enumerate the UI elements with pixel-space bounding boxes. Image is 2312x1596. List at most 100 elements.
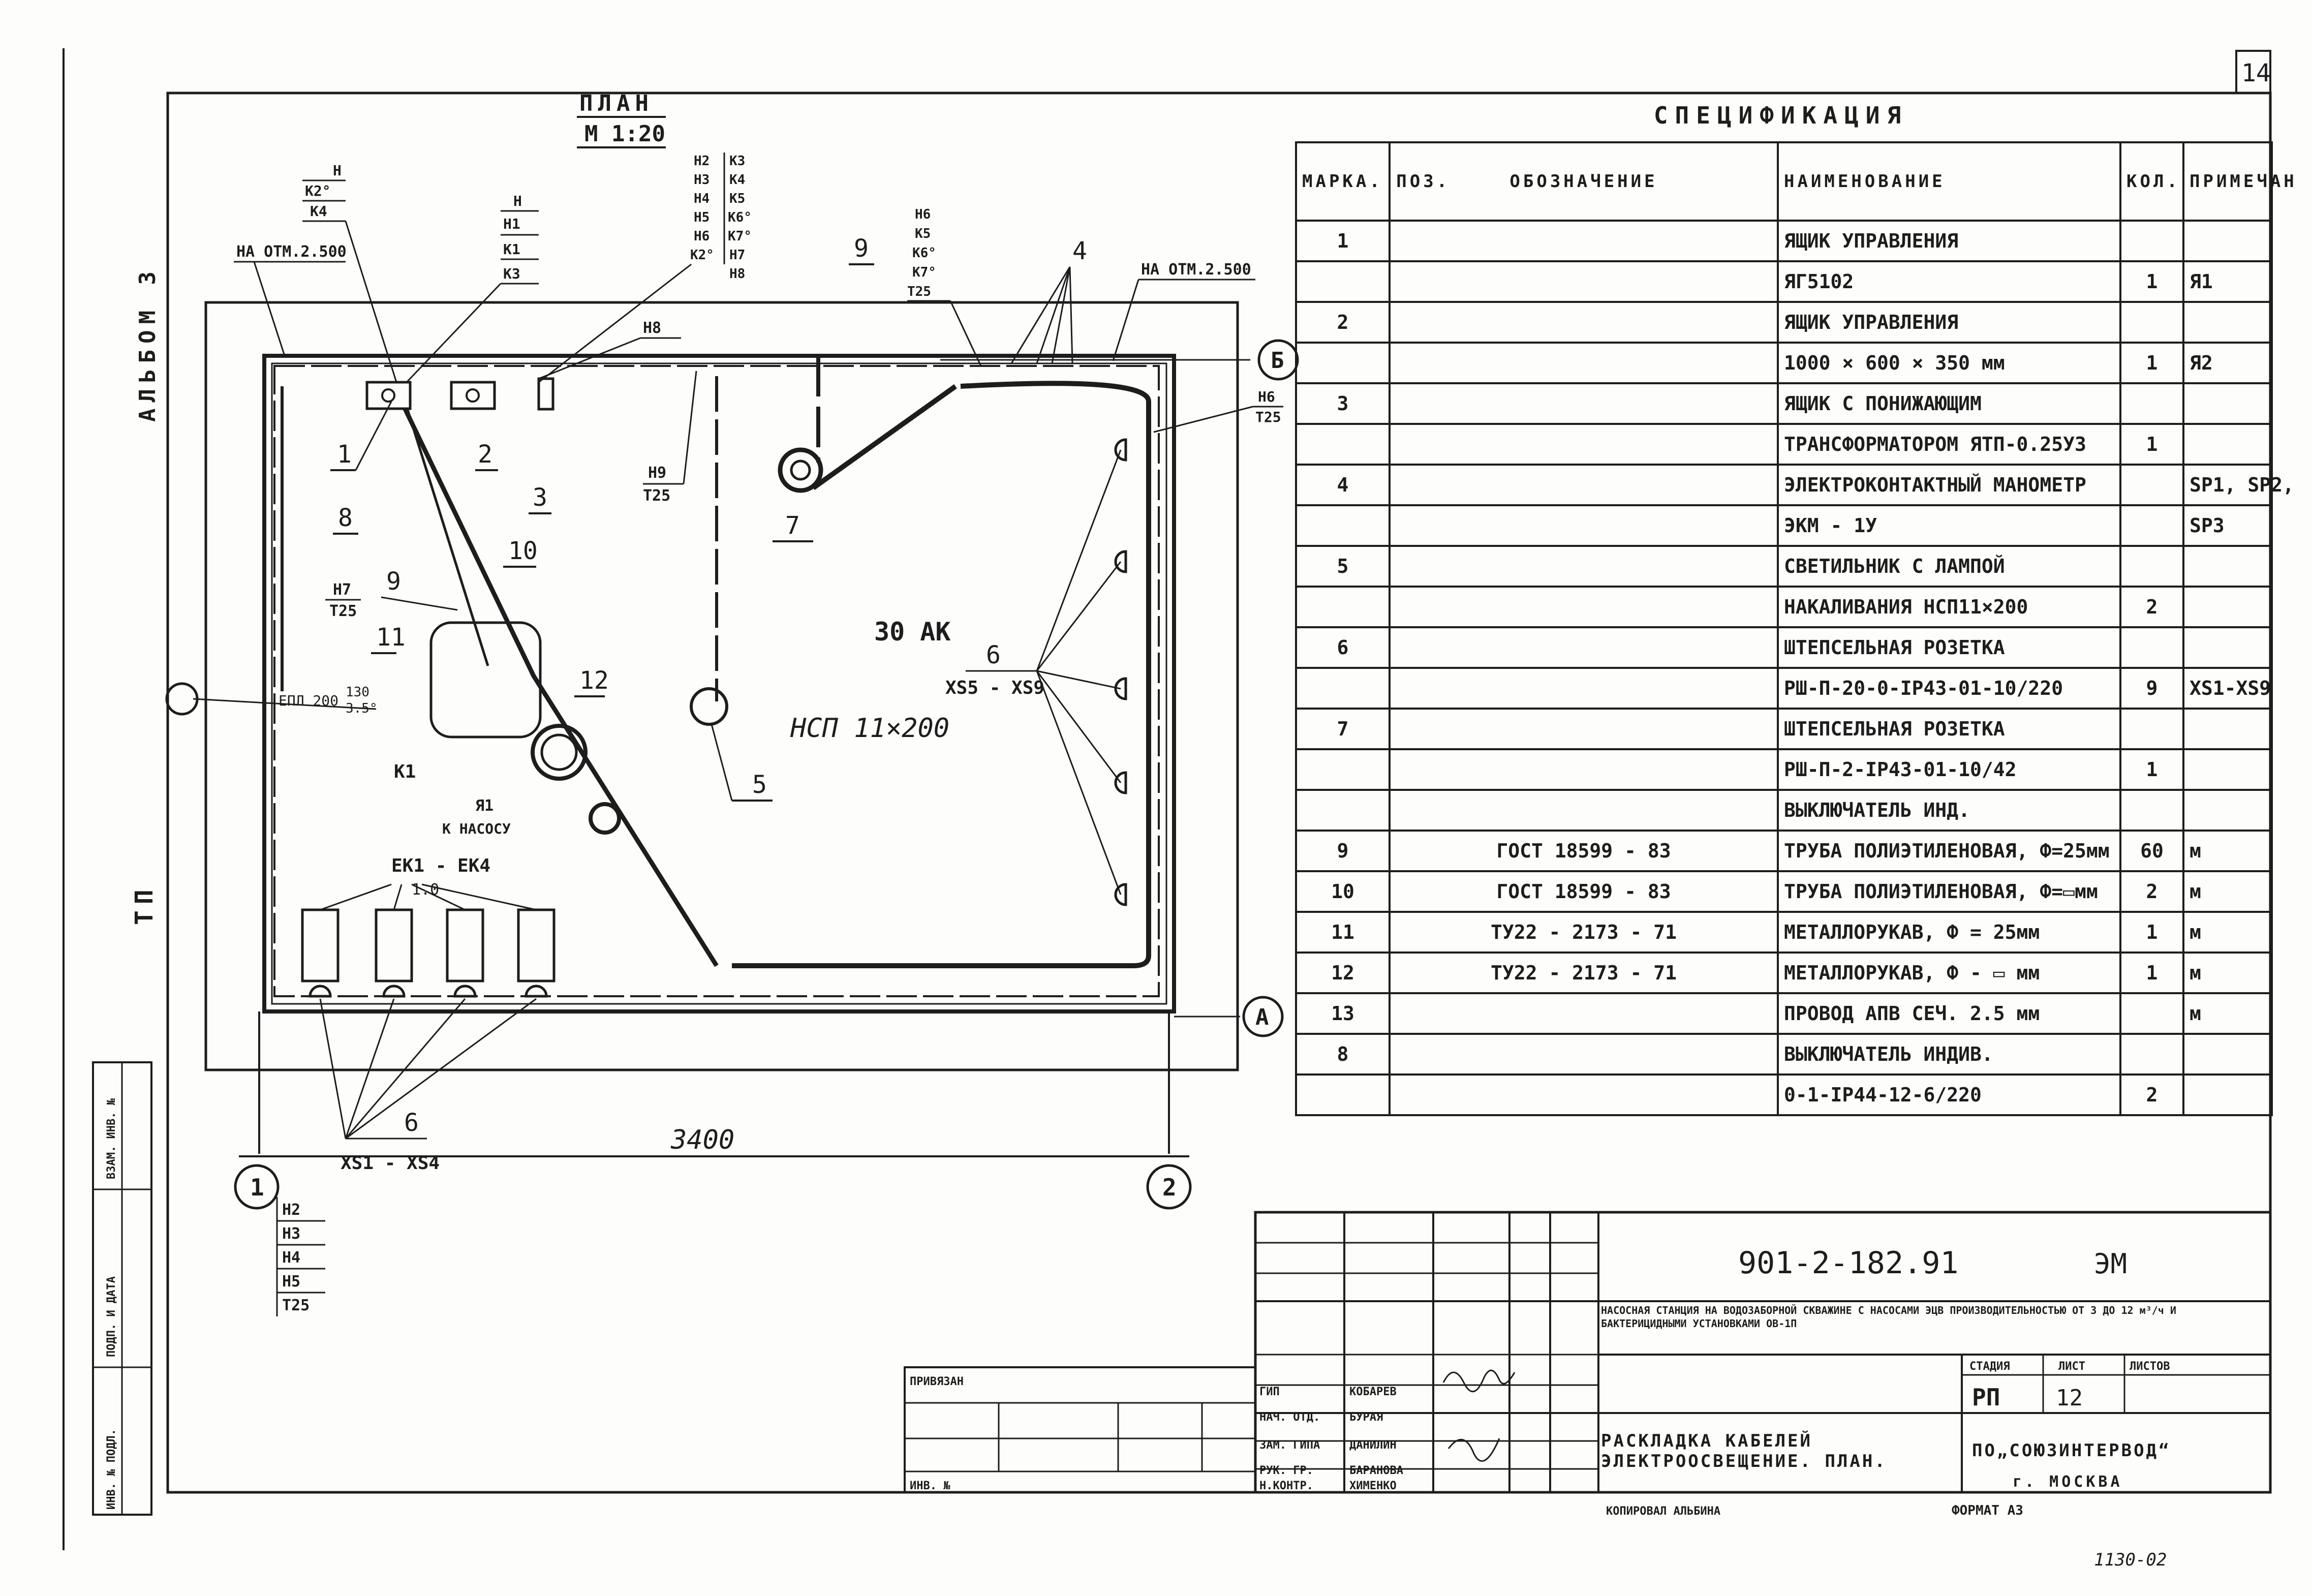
svg-text:Н4: Н4 <box>282 1249 300 1267</box>
spec-cell <box>2119 301 2184 344</box>
spec-cell <box>2182 748 2273 791</box>
spec-cell <box>1389 992 1779 1035</box>
spec-cell <box>2182 220 2273 262</box>
svg-text:К1: К1 <box>503 241 520 258</box>
tb-city: г. МОСКВА <box>2013 1473 2123 1491</box>
spec-cell: м <box>2182 870 2273 913</box>
spec-cell: МЕТАЛЛОРУКАВ, Ф - ▭ мм <box>1777 952 2121 994</box>
spec-cell <box>2119 992 2184 1035</box>
label-epl-top: 130 <box>346 685 369 700</box>
axis-a-marker <box>1242 996 1284 1037</box>
spec-cell <box>2119 545 2184 588</box>
label-h8: Н8 <box>643 319 661 337</box>
pipe-flange <box>589 802 621 835</box>
label-h6: Н6 <box>1258 388 1275 405</box>
tb-stage: РП <box>1972 1384 2000 1411</box>
tb-people: ГИП КОБАРЕВ НАЧ. ОТД. БУРАЯ ЗАМ. ГИПА ДА… <box>1259 1386 1403 1492</box>
spec-header-qty: КОЛ. <box>2119 141 2184 222</box>
spec-cell <box>1295 586 1391 628</box>
junction-box <box>429 621 542 739</box>
spec-cell: XS1-XS9 <box>2182 667 2273 710</box>
spec-cell <box>1389 382 1779 425</box>
spec-cell: 4 <box>1295 464 1391 506</box>
spec-cell: 1 <box>1295 220 1391 262</box>
signature-2 <box>1447 1438 1500 1462</box>
cable-stack-2: Н Н1 К1 К3 <box>503 193 522 282</box>
spec-cell <box>1389 667 1779 710</box>
spec-cell <box>2182 301 2273 344</box>
tb-sheet: 12 <box>2056 1385 2083 1411</box>
svg-text:Н1: Н1 <box>503 216 520 232</box>
spec-cell <box>1389 342 1779 384</box>
spec-cell <box>2119 626 2184 669</box>
tb-copied: КОПИРОВАЛ АЛЬБИНА <box>1606 1505 1720 1518</box>
cable-stack-1: Н К2° К4 <box>305 162 342 220</box>
plan-title: ПЛАН <box>579 90 654 116</box>
spec-cell: НАКАЛИВАНИЯ НСП11×200 <box>1777 586 2121 628</box>
spec-cell <box>1389 301 1779 344</box>
spec-cell <box>1389 708 1779 750</box>
spec-cell: РШ-П-2-IP43-01-10/42 <box>1777 748 2121 791</box>
spec-cell: 2 <box>2119 586 2184 628</box>
label-h9: Н9 <box>648 464 666 482</box>
label-y1: Я1 <box>475 797 494 815</box>
spec-cell <box>1389 586 1779 628</box>
spec-cell: ВЫКЛЮЧАТЕЛЬ ИНД. <box>1777 789 2121 832</box>
spec-cell <box>2119 220 2184 262</box>
spec-cell: ТРУБА ПОЛИЭТИЛЕНОВАЯ, Ф=25мм <box>1777 830 2121 872</box>
spec-header-row: МАРКА. ПОЗ. ОБОЗНАЧЕНИЕ НАИМЕНОВАНИЕ КОЛ… <box>1295 141 2294 222</box>
tb-sheet-mark: ЭМ <box>2094 1248 2127 1280</box>
svg-text:Н3: Н3 <box>282 1225 300 1243</box>
spec-cell: ПРОВОД АПВ СЕЧ. 2.5 мм <box>1777 992 2121 1035</box>
label-xs59: XS5 - XS9 <box>945 678 1044 698</box>
spec-cell: SP1, SP2, <box>2182 464 2294 506</box>
spec-cell <box>1389 545 1779 588</box>
spec-cell: 1 <box>2119 952 2184 994</box>
spec-cell: ШТЕПСЕЛЬНАЯ РОЗЕТКА <box>1777 708 2121 750</box>
spec-cell <box>2182 708 2273 750</box>
spec-cell: 10 <box>1295 870 1391 913</box>
spec-cell: 13 <box>1295 992 1391 1035</box>
spec-cell <box>2182 789 2273 832</box>
spec-cell <box>2182 382 2273 425</box>
lamp-wall <box>165 682 199 716</box>
marker-2: 2 <box>478 440 492 469</box>
marker-8: 8 <box>338 504 353 532</box>
spec-cell: ТУ22 - 2173 - 71 <box>1389 952 1779 994</box>
axis-1-marker <box>234 1164 280 1210</box>
spec-cell <box>2182 1033 2273 1076</box>
spec-cell <box>1389 789 1779 832</box>
svg-text:БУРАЯ: БУРАЯ <box>1349 1411 1383 1424</box>
spec-cell: ЯГ5102 <box>1777 260 2121 303</box>
spec-cell: м <box>2182 992 2273 1035</box>
building-outline <box>204 301 1239 1071</box>
control-box-1 <box>365 381 412 410</box>
sockets-xs5-xs9 <box>1114 438 1127 906</box>
spec-cell: Я2 <box>2182 342 2273 384</box>
spec-cell <box>1389 423 1779 466</box>
svg-text:Н2: Н2 <box>282 1201 300 1219</box>
tb-stage-label: СТАДИЯ <box>1969 1360 2010 1373</box>
spec-cell <box>1295 1073 1391 1116</box>
spec-cell <box>1389 1033 1779 1076</box>
spec-cell: ШТЕПСЕЛЬНАЯ РОЗЕТКА <box>1777 626 2121 669</box>
spec-cell: 0-1-IP44-12-6/220 <box>1777 1073 2121 1116</box>
svg-text:ДАНИЛИН: ДАНИЛИН <box>1349 1439 1397 1452</box>
spec-header-designation: ОБОЗНАЧЕНИЕ <box>1389 141 1779 222</box>
spec-cell: 9 <box>2119 667 2184 710</box>
svg-text:Т25: Т25 <box>907 284 931 299</box>
spec-cell <box>1389 504 1779 547</box>
svg-text:РУК. ГР.: РУК. ГР. <box>1259 1464 1313 1477</box>
svg-text:Н6: Н6 <box>694 229 710 244</box>
spec-row: ВЫКЛЮЧАТЕЛЬ ИНД. <box>1295 789 2273 832</box>
